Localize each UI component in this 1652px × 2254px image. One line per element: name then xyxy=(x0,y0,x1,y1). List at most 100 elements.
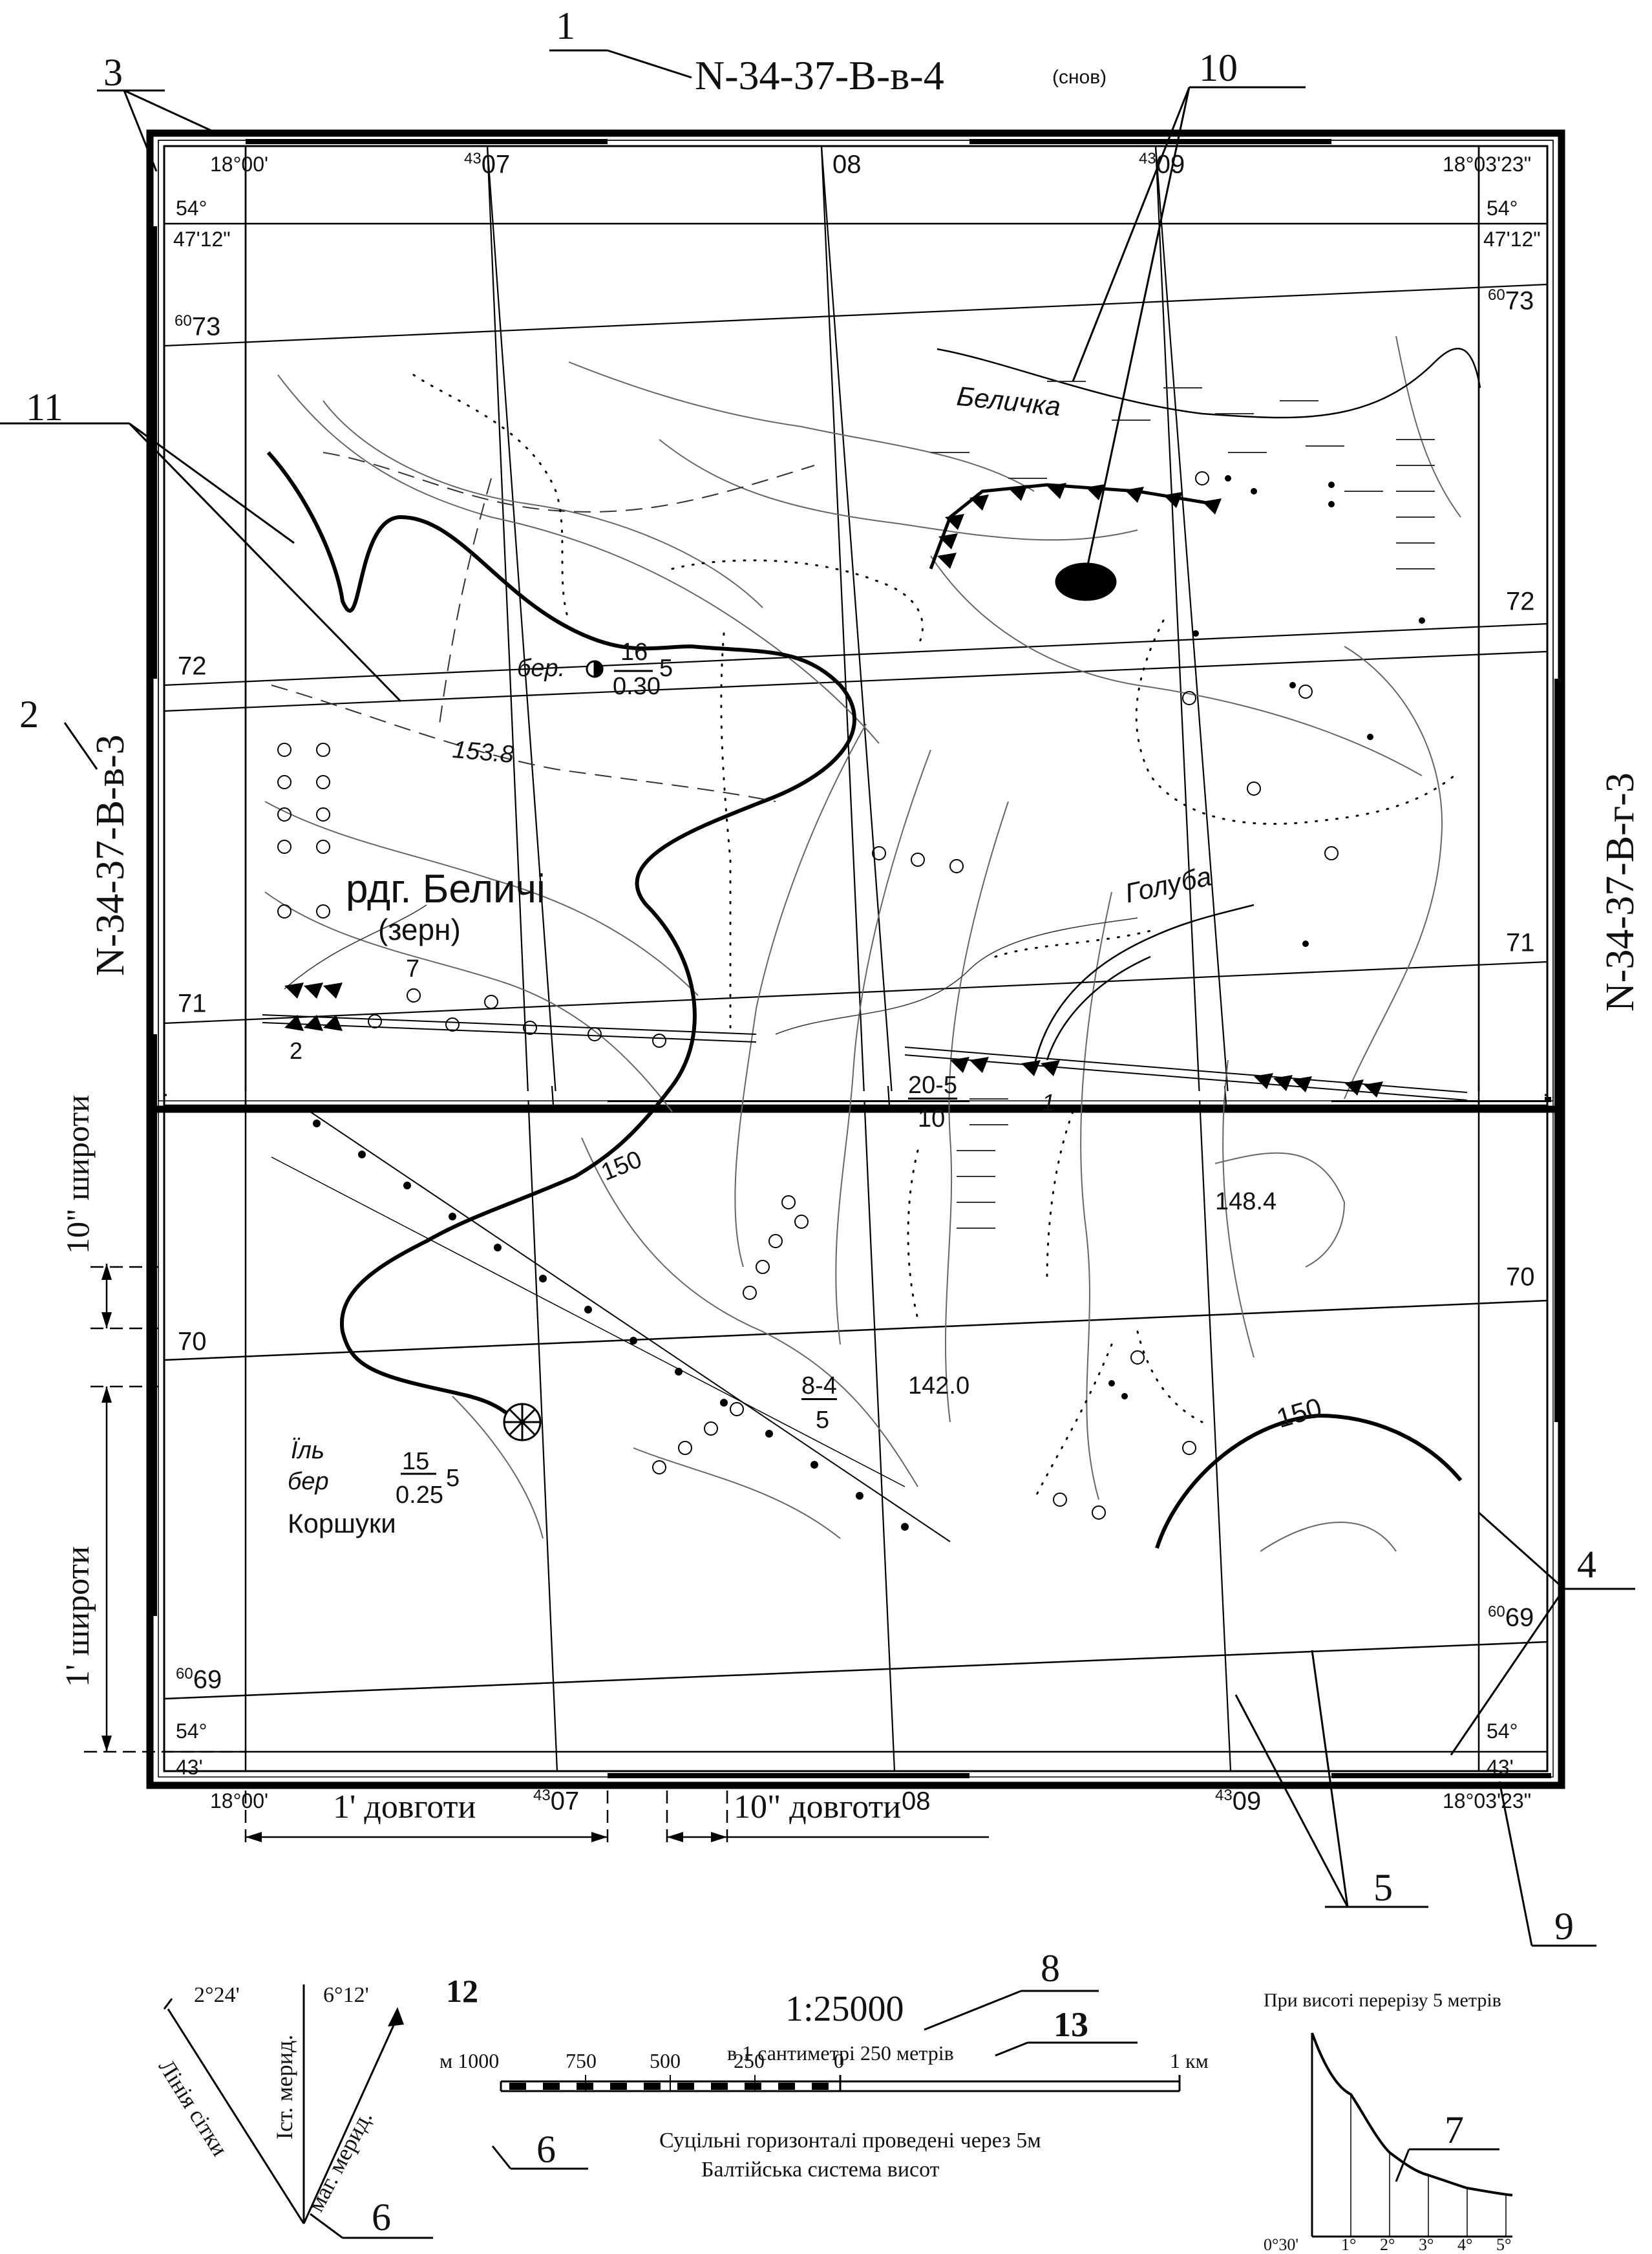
label-forest-top-spacing: 5 xyxy=(659,655,673,682)
label-forest-bottom-species1: Їль xyxy=(291,1437,324,1464)
callout-6-scale: 6 xyxy=(536,2128,556,2171)
arrowheads xyxy=(101,1264,727,1842)
slope-tick-1: 1° xyxy=(1341,2235,1357,2254)
label-road-top: 8-4 xyxy=(801,1372,837,1400)
callout-5: 5 xyxy=(1373,1866,1393,1909)
label-settlement: рдг. Беличі xyxy=(346,867,545,911)
grid-y-left-70: 70 xyxy=(178,1327,207,1356)
decl-angle-left: 2°24' xyxy=(194,1983,240,2007)
callout-2: 2 xyxy=(19,693,39,736)
label-forest-bottom-species2: бер xyxy=(288,1468,329,1495)
corner-tl-lon: 18°00' xyxy=(210,153,269,176)
label-lat-10sec: 10" широти xyxy=(59,1094,96,1254)
scale-contour-note: Суцільні горизонталі проведені через 5м xyxy=(659,2129,1041,2153)
index-contour-150-left xyxy=(266,451,856,1424)
label-lon-10sec: 10" довготи xyxy=(734,1789,902,1825)
slope-tick-4: 4° xyxy=(1457,2235,1473,2254)
callout-13: 13 xyxy=(1054,2005,1088,2044)
slope-tick-2: 2° xyxy=(1380,2235,1395,2254)
label-elev-148-4: 148.4 xyxy=(1215,1188,1277,1215)
sheet-nomenclature: N-34-37-В-в-4 xyxy=(695,52,944,98)
river-holuba xyxy=(1033,904,1255,1067)
label-settlement-note: (зерн) xyxy=(378,913,461,946)
callout-6-decl: 6 xyxy=(372,2196,391,2238)
callout-8: 8 xyxy=(1041,1947,1060,1990)
label-forest-bottom-num: 15 xyxy=(402,1448,430,1475)
callout-4: 4 xyxy=(1577,1543,1596,1586)
corner-tl-lat2: 47'12" xyxy=(173,228,231,251)
scale-height-system: Балтійська система висот xyxy=(701,2158,940,2182)
grid-y-right-69: 6069 xyxy=(1488,1603,1534,1632)
grid-x-top-07: 4307 xyxy=(464,150,511,179)
corner-br-lat2: 43' xyxy=(1487,1756,1514,1779)
slope-tick-0: 0°30' xyxy=(1264,2235,1299,2254)
secret-label: (снов) xyxy=(1052,67,1107,88)
callout-leaders xyxy=(0,49,1635,2239)
scale-tick-250: 250 xyxy=(734,2049,765,2072)
grid-x-bottom-07: 4307 xyxy=(533,1787,580,1816)
label-embankment-1: 1 xyxy=(1042,1089,1055,1116)
grid-y-right-70: 70 xyxy=(1506,1262,1535,1292)
corner-br-lon: 18°03'23" xyxy=(1443,1789,1532,1813)
corner-bl-lat2: 43' xyxy=(176,1756,203,1779)
black-dots xyxy=(1108,475,1425,1399)
scale-verbal: в 1 сантиметрі 250 метрів xyxy=(727,2041,954,2065)
grid-y-right-73: 6073 xyxy=(1488,286,1534,315)
scale-tick-1000: м 1000 xyxy=(439,2049,500,2072)
callout-3: 3 xyxy=(103,51,123,94)
cart-tracks xyxy=(271,452,815,802)
marsh xyxy=(931,381,1435,1229)
corner-tr-lon: 18°03'23" xyxy=(1443,153,1532,176)
corner-tl-lat1: 54° xyxy=(176,197,207,220)
slope-tick-5: 5° xyxy=(1496,2235,1512,2254)
scale-tick-750: 750 xyxy=(566,2049,597,2072)
roads xyxy=(262,904,1468,1542)
label-bridge-top: 20-5 xyxy=(908,1072,958,1100)
grid-y-left-72: 72 xyxy=(178,652,207,681)
corner-tr-lat2: 47'12" xyxy=(1483,228,1541,251)
scale-ratio: 1:25000 xyxy=(785,1989,904,2029)
grid-y-right-71: 71 xyxy=(1506,928,1535,957)
adjacent-sheet-west: N-34-37-В-в-3 xyxy=(89,734,132,976)
label-embankment-2: 2 xyxy=(290,1037,303,1064)
slope-scale xyxy=(1311,2032,1513,2238)
declination-diagram xyxy=(163,1984,399,2224)
corner-br-lat1: 54° xyxy=(1487,1719,1518,1743)
forest-symbol xyxy=(586,660,653,678)
landmark-symbols xyxy=(503,562,1117,1441)
power-line xyxy=(313,1120,909,1531)
grid-y-left-73: 6073 xyxy=(175,312,221,341)
label-settlement-count: 7 xyxy=(406,955,420,983)
orchards xyxy=(277,471,1339,1520)
callout-1: 1 xyxy=(556,5,575,47)
dimension-marks xyxy=(84,1264,989,1842)
footpaths xyxy=(412,374,1456,1501)
decl-angle-right: 6°12' xyxy=(323,1983,369,2007)
label-lon-1min: 1' довготи xyxy=(333,1789,476,1825)
label-forest-top-num: 16 xyxy=(620,639,648,666)
river-belychka xyxy=(937,348,1481,419)
label-bridge-bottom: 10 xyxy=(918,1105,946,1132)
callout-7: 7 xyxy=(1445,2109,1464,2151)
callout-9: 9 xyxy=(1554,1905,1574,1948)
label-forest-top-den: 0.30 xyxy=(613,673,661,700)
slope-tick-3: 3° xyxy=(1419,2235,1434,2254)
scale-tick-1km: 1 км xyxy=(1170,2049,1209,2072)
cliffs xyxy=(284,483,1383,1098)
grid-y-left-71: 71 xyxy=(178,989,207,1018)
label-lat-1min: 1' широти xyxy=(59,1546,96,1687)
grid-y-left-69: 6069 xyxy=(176,1665,222,1694)
km-grid xyxy=(164,145,1548,1096)
grid-x-top-08: 08 xyxy=(832,150,862,179)
label-forest-bottom-den: 0.25 xyxy=(396,1482,443,1509)
grid-y-right-72: 72 xyxy=(1506,587,1535,616)
adjacent-sheet-east: N-34-37-В-г-3 xyxy=(1598,772,1642,1012)
index-contour-150-right xyxy=(1155,1413,1463,1549)
label-road-bottom: 5 xyxy=(816,1407,830,1434)
scale-tick-0: 0 xyxy=(834,2049,844,2072)
scale-tick-500: 500 xyxy=(650,2049,681,2072)
label-elev-142-0: 142.0 xyxy=(908,1372,970,1399)
grid-x-bottom-08: 08 xyxy=(902,1787,931,1816)
callout-12: 12 xyxy=(446,1973,478,2009)
